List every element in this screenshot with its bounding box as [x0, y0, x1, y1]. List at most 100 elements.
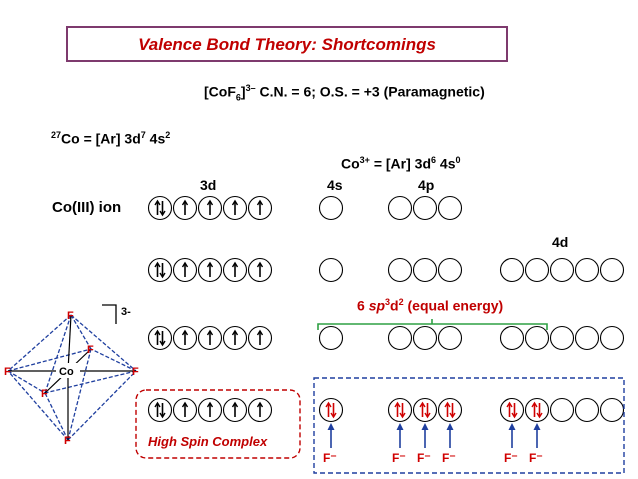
- fluorine-atom-f-bottom: F: [64, 435, 71, 447]
- header-4s: 4s: [327, 177, 343, 193]
- orbital-d3-row3-1: [147, 325, 173, 351]
- octahedron-edge-8: [44, 392, 69, 441]
- spin-label: High Spin Complex: [148, 434, 268, 449]
- high-spin-box: [135, 389, 301, 459]
- co-atom-label: Co: [59, 366, 74, 378]
- fluorine-atom-f-right: F: [132, 366, 139, 378]
- header-4d: 4d: [552, 234, 569, 250]
- orbital-d3-row4-4-electron-up-head: [231, 401, 239, 408]
- orbital-d4-row2-4: [574, 257, 600, 283]
- orbital-d3-row3-5-electron-up-head: [256, 329, 264, 336]
- ligand-box: [313, 377, 625, 474]
- orbital-p4-row1-3: [437, 195, 463, 221]
- orbital-d3-row1-1: [147, 195, 173, 221]
- fluorine-atom-f-left: F: [4, 366, 11, 378]
- octahedron-edge-3: [70, 314, 92, 350]
- orbital-p4-row2-3: [437, 257, 463, 283]
- charge-bracket: [102, 304, 117, 324]
- ligand-arrow-head-4: [446, 423, 454, 430]
- orbital-d4-row4-1-ligand-electron-up-head: [506, 401, 513, 408]
- orbital-p4-row2-1: [387, 257, 413, 283]
- octahedron-edge-9: [7, 348, 92, 372]
- ligand-label-2: F⁻: [392, 451, 406, 465]
- orbital-d3-row1-1-electron-up-head: [154, 199, 161, 206]
- co-label-bg: [56, 363, 80, 378]
- ligand-label-3: F⁻: [417, 451, 431, 465]
- octahedron-edge-7: [67, 348, 92, 441]
- orbital-d3-row3-4-electron-up-head: [231, 329, 239, 336]
- orbital-d3-row3-1-electron-up-head: [154, 329, 161, 336]
- orbital-p4-row3-1: [387, 325, 413, 351]
- orbital-p4-row4-3-ligand-electron-up-head: [444, 401, 451, 408]
- orbital-d3-row2-1-electron-down-head: [159, 272, 166, 279]
- orbital-p4-row4-2-ligand-electron-up-head: [419, 401, 426, 408]
- orbital-p4-row4-1-ligand-electron-down-head: [399, 412, 406, 419]
- orbital-d4-row3-1: [499, 325, 525, 351]
- orbital-d3-row1-3-electron-up-head: [206, 199, 214, 206]
- orbital-d3-row2-4-electron-up-head: [231, 261, 239, 268]
- orbital-p4-row3-2: [412, 325, 438, 351]
- orbital-d4-row4-4: [574, 397, 600, 423]
- orbital-d3-row4-5-electron-up-head: [256, 401, 264, 408]
- orbital-d4-row3-4: [574, 325, 600, 351]
- orbital-p4-row4-3: [437, 397, 463, 423]
- orbital-p4-row3-3: [437, 325, 463, 351]
- orbital-d3-row1-1-electron-down-head: [159, 210, 166, 217]
- octahedron-edge-6: [67, 370, 137, 441]
- octahedron-edge-10: [7, 370, 46, 394]
- orbital-d3-row3-3-electron-up-head: [206, 329, 214, 336]
- orbital-p4-row4-2-ligand-electron-down-head: [424, 412, 431, 419]
- orbital-p4-row4-2: [412, 397, 438, 423]
- orbital-d4-row3-5: [599, 325, 625, 351]
- orbital-d4-row3-2: [524, 325, 550, 351]
- orbital-d3-row2-5-electron-up-head: [256, 261, 264, 268]
- orbital-d3-row1-5-electron-up-head: [256, 199, 264, 206]
- orbital-d3-row2-3-electron-up-head: [206, 261, 214, 268]
- complex-formula: [CoF6]3– C.N. = 6; O.S. = +3 (Paramagnet…: [204, 83, 485, 103]
- orbital-d3-row4-1-electron-up-head: [154, 401, 161, 408]
- ligand-label-1: F⁻: [323, 451, 337, 465]
- octahedron-edge-11: [90, 348, 137, 372]
- orbital-s4-row3-1: [318, 325, 344, 351]
- orbital-d3-row4-1-electron-down-head: [159, 412, 166, 419]
- ligand-arrow-head-5: [508, 423, 516, 430]
- orbital-d3-row1-4-electron-up-head: [231, 199, 239, 206]
- ion-label: Co(III) ion: [52, 199, 122, 216]
- orbital-d4-row4-1: [499, 397, 525, 423]
- page-title: Valence Bond Theory: Shortcomings: [138, 35, 436, 54]
- orbital-d4-row4-3: [549, 397, 575, 423]
- charge-label: 3-: [121, 306, 131, 318]
- orbital-d4-row4-2-ligand-electron-down-head: [536, 412, 543, 419]
- co3-electron-config: Co3+ = [Ar] 3d6 4s0: [341, 155, 461, 172]
- orbital-d3-row2-2-electron-up-head: [181, 261, 189, 268]
- fluorine-atom-f-front: F: [41, 388, 48, 400]
- orbital-d3-row2-1: [147, 257, 173, 283]
- orbital-p4-row4-3-ligand-electron-down-head: [449, 412, 456, 419]
- orbital-d3-row4-3-electron-up-head: [206, 401, 214, 408]
- title-box: Valence Bond Theory: Shortcomings: [66, 26, 508, 62]
- orbital-p4-row4-1: [387, 397, 413, 423]
- orbital-s4-row4-1: [318, 397, 344, 423]
- ligand-label-5: F⁻: [504, 451, 518, 465]
- orbital-d4-row4-2: [524, 397, 550, 423]
- orbital-d3-row4-1: [147, 397, 173, 423]
- fluorine-atom-f-back: F: [87, 344, 94, 356]
- hybrid-label: 6 sp3d2 (equal energy): [357, 297, 504, 314]
- octahedron-edge-4: [44, 314, 72, 394]
- orbital-d3-row3-1-electron-down-head: [159, 340, 166, 347]
- co-electron-config: 27Co = [Ar] 3d7 4s2: [51, 130, 171, 147]
- ligand-arrow-head-2: [396, 423, 404, 430]
- ligand-arrow-head-3: [421, 423, 429, 430]
- ligand-arrow-head-6: [533, 423, 541, 430]
- orbital-d4-row3-3: [549, 325, 575, 351]
- orbital-d4-row4-1-ligand-electron-down-head: [511, 412, 518, 419]
- header-3d: 3d: [200, 177, 217, 193]
- orbital-d4-row4-2-ligand-electron-up-head: [531, 401, 538, 408]
- fluorine-atom-f-top: F: [67, 310, 74, 322]
- orbital-s4-row4-1-ligand-electron-down-head: [330, 412, 337, 419]
- orbital-p4-row1-2: [412, 195, 438, 221]
- orbital-p4-row4-1-ligand-electron-up-head: [394, 401, 401, 408]
- orbital-s4-row2-1: [318, 257, 344, 283]
- orbital-s4-row4-1-ligand-electron-up-head: [325, 401, 332, 408]
